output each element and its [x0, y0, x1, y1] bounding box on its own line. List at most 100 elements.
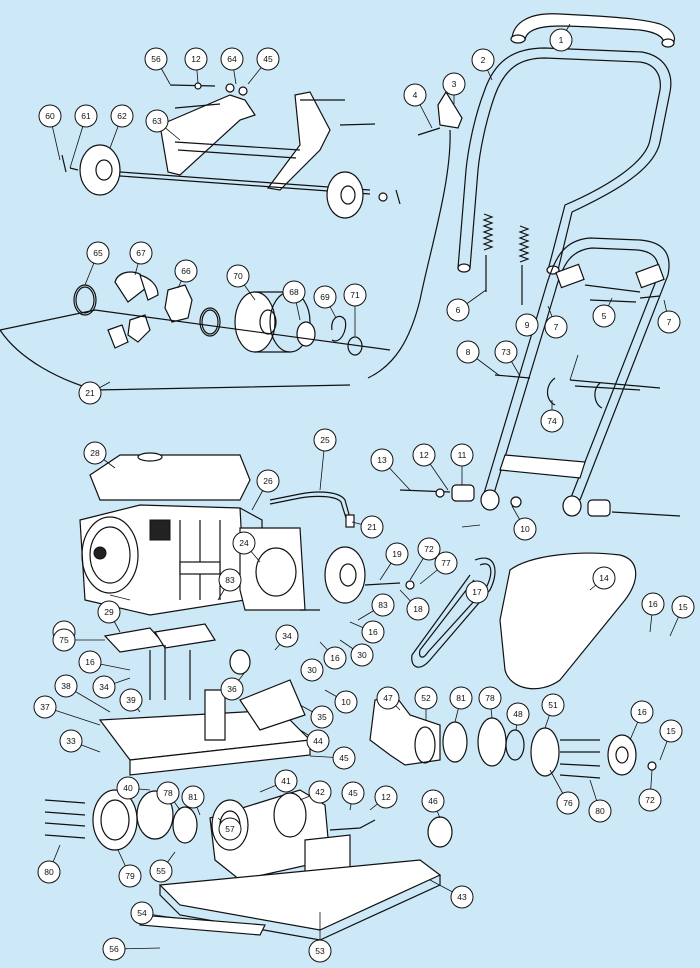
callout-circle	[300, 658, 324, 682]
callout-circle	[145, 109, 169, 133]
engine	[79, 452, 263, 616]
callout-number: 8	[466, 347, 471, 357]
callout-circle	[54, 674, 78, 698]
v-belt	[411, 557, 496, 668]
part-callout-12: 12	[184, 47, 208, 71]
callout-number: 52	[421, 693, 431, 703]
callout-circle	[350, 643, 374, 667]
exciter-shaft	[369, 694, 657, 779]
callout-circle	[374, 785, 398, 809]
callout-number: 7	[554, 322, 559, 332]
callout-circle	[450, 443, 474, 467]
callout-number: 81	[456, 693, 466, 703]
callout-number: 66	[181, 266, 191, 276]
base-plate	[139, 859, 442, 941]
callout-number: 76	[563, 798, 573, 808]
part-callout-80: 80	[37, 860, 61, 884]
callout-circle	[306, 729, 330, 753]
callout-circle	[97, 600, 121, 624]
callout-number: 5	[602, 311, 607, 321]
part-callout-18: 18	[406, 597, 430, 621]
callout-circle	[37, 860, 61, 884]
callout-number: 12	[381, 792, 391, 802]
part-callout-57: 57	[218, 817, 242, 841]
callout-number: 15	[666, 726, 676, 736]
callout-number: 68	[289, 287, 299, 297]
callout-circle	[181, 785, 205, 809]
callout-circle	[659, 719, 683, 743]
part-callout-15: 15	[671, 595, 695, 619]
callout-circle	[588, 799, 612, 823]
callout-circle	[406, 597, 430, 621]
callout-circle	[110, 104, 134, 128]
callout-circle	[513, 517, 537, 541]
part-callout-24: 24	[232, 531, 256, 555]
part-callout-80: 80	[588, 799, 612, 823]
callout-circle	[343, 283, 367, 307]
callout-circle	[341, 781, 365, 805]
part-callout-1: 1	[549, 28, 573, 52]
part-callout-34: 34	[275, 624, 299, 648]
callout-number: 45	[263, 54, 273, 64]
part-callout-77: 77	[434, 551, 458, 575]
part-callout-65: 65	[86, 241, 110, 265]
part-callout-16: 16	[630, 700, 654, 724]
callout-circle	[641, 592, 665, 616]
callout-number: 12	[419, 450, 429, 460]
part-callout-60: 60	[38, 104, 62, 128]
callout-number: 65	[93, 248, 103, 258]
part-callout-48: 48	[506, 702, 530, 726]
callout-number: 56	[109, 944, 119, 954]
part-callout-55: 55	[149, 859, 173, 883]
throttle-lever	[367, 90, 463, 379]
callout-circle	[361, 620, 385, 644]
part-callout-78: 78	[478, 686, 502, 710]
callout-number: 78	[163, 788, 173, 798]
callout-number: 38	[61, 681, 71, 691]
callout-circle	[412, 443, 436, 467]
callout-circle	[376, 686, 400, 710]
callout-number: 72	[645, 795, 655, 805]
callout-circle	[130, 901, 154, 925]
callout-number: 4	[413, 90, 418, 100]
part-callout-72: 72	[417, 537, 441, 561]
callout-circle	[102, 937, 126, 961]
callout-circle	[449, 686, 473, 710]
callout-number: 37	[40, 702, 50, 712]
callout-circle	[592, 304, 616, 328]
callout-number: 45	[348, 788, 358, 798]
callout-number: 19	[392, 549, 402, 559]
callout-circle	[38, 104, 62, 128]
callout-number: 74	[547, 416, 557, 426]
callout-circle	[226, 264, 250, 288]
part-callout-10: 10	[513, 517, 537, 541]
callout-circle	[334, 690, 358, 714]
callout-circle	[478, 686, 502, 710]
part-callout-71: 71	[343, 283, 367, 307]
part-callout-78: 78	[156, 781, 180, 805]
callout-number: 13	[377, 455, 387, 465]
callout-number: 61	[81, 111, 91, 121]
callout-number: 16	[648, 599, 658, 609]
callout-number: 10	[341, 697, 351, 707]
callout-number: 63	[152, 116, 162, 126]
callout-circle	[282, 280, 306, 304]
part-callout-16: 16	[641, 592, 665, 616]
callout-circle	[220, 677, 244, 701]
part-callout-16: 16	[78, 650, 102, 674]
part-callout-25: 25	[313, 428, 337, 452]
part-callout-38: 38	[54, 674, 78, 698]
part-callout-19: 19	[385, 542, 409, 566]
callout-circle	[544, 315, 568, 339]
callout-circle	[465, 580, 489, 604]
callout-number: 21	[85, 388, 95, 398]
part-callout-41: 41	[274, 769, 298, 793]
callout-circle	[144, 47, 168, 71]
callout-number: 43	[457, 892, 467, 902]
callout-circle	[494, 340, 518, 364]
callout-circle	[74, 104, 98, 128]
callout-number: 44	[313, 736, 323, 746]
callout-circle	[149, 859, 173, 883]
part-callout-83: 83	[218, 568, 242, 592]
